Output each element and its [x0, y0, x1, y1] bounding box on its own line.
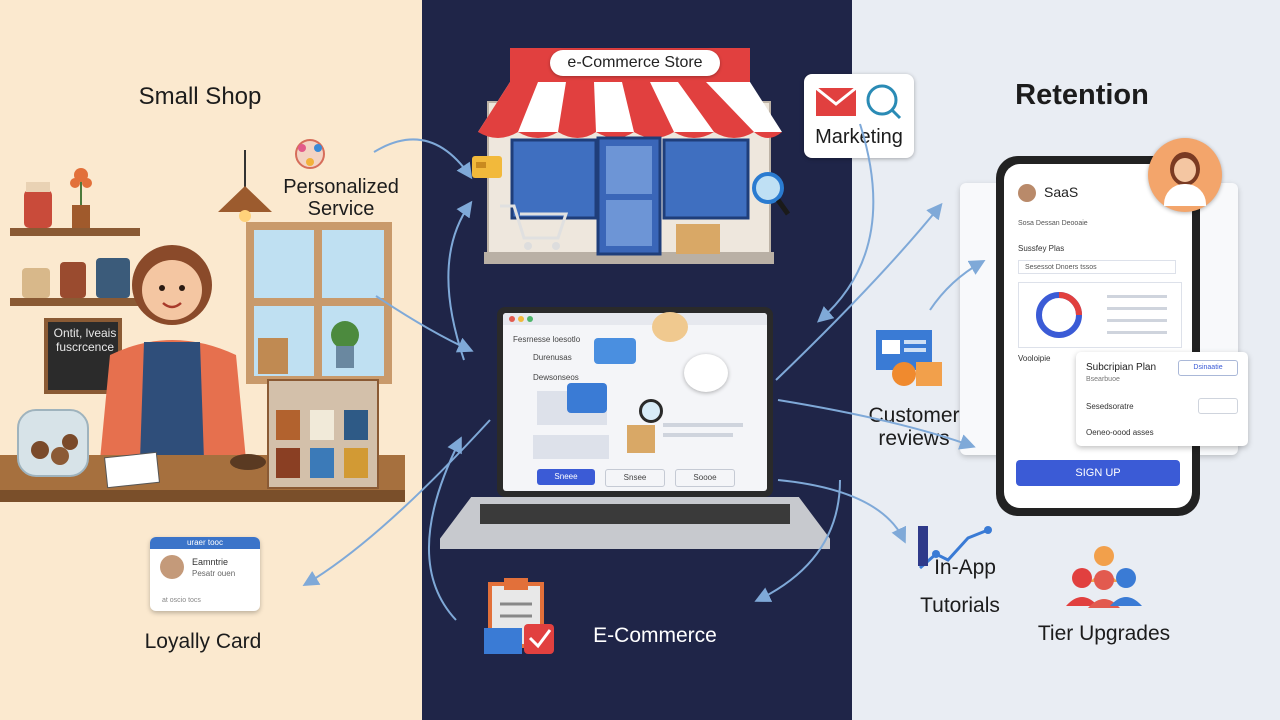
subscription-row-1: Sesedsoratre — [1086, 402, 1134, 411]
sign-up-button[interactable]: SIGN UP — [1016, 460, 1180, 486]
laptop-subheading: Dewsonseos — [533, 373, 579, 382]
e-commerce-label: E-Commerce — [593, 624, 717, 647]
phone-screen: SaaS Sosa Dessan Deooaie Sussfey Plas Se… — [1004, 164, 1192, 508]
laptop-keyboard — [480, 504, 790, 524]
card-payment-icon — [567, 383, 607, 413]
shelf-top — [10, 228, 140, 236]
payment-card-icon — [594, 338, 636, 364]
arrow-laptop-to-card — [302, 419, 491, 587]
avatar — [160, 555, 184, 579]
in-app-label: In-App — [934, 556, 996, 579]
subscription-sub: Bsearbuoe — [1086, 376, 1120, 383]
arrow-laptop-to-signup — [777, 399, 976, 450]
arrow-ecommerce-to-laptop — [427, 436, 462, 621]
customer-avatar — [1148, 138, 1222, 212]
tutorials-label: Tutorials — [920, 594, 1000, 617]
package-icon — [627, 425, 655, 453]
laptop-tab-text: Fesrnesse loesotlo — [513, 335, 581, 344]
loyalty-card-sub: Pesatr ouen — [192, 569, 236, 578]
laptop-tertiary-button[interactable]: Soooe — [675, 469, 735, 487]
loyalty-card: uraer tooc Eamntrie Pesatr ouen at oscio… — [150, 537, 260, 611]
arrow-service-to-store — [373, 138, 473, 180]
toggle[interactable] — [1198, 398, 1238, 414]
small-shop-heading: Small Shop — [138, 83, 262, 110]
marketing-icons — [815, 84, 902, 120]
chart-card — [1018, 282, 1182, 348]
magnifier-icon — [639, 399, 663, 423]
receipt-icon — [684, 354, 728, 392]
box-badge-icon — [652, 312, 688, 342]
subscription-title: Subcripian Plan — [1086, 362, 1157, 373]
tutorial-graph-icon — [918, 526, 992, 570]
phone: SaaS Sosa Dessan Deooaie Sussfey Plas Se… — [996, 156, 1200, 516]
review-window-icon — [876, 330, 942, 386]
arrow-laptop-to-tutorials — [777, 479, 907, 544]
credit-card-icon — [472, 156, 502, 178]
loyalty-card-label: Loyally Card — [144, 630, 262, 653]
laptop-primary-button[interactable]: Sneee — [537, 469, 595, 485]
arrow-reviews-to-app — [929, 260, 986, 311]
tier-upgrades-label: Tier Upgrades — [1037, 622, 1171, 645]
donut-chart — [1036, 292, 1082, 338]
arrow-marketing-to-laptop — [816, 123, 875, 323]
subscription-card: Subcripian Plan Bsearbuoe Dsinaatie Sese… — [1076, 352, 1248, 446]
loyalty-card-header: uraer tooc — [150, 537, 260, 549]
team-icon — [1066, 546, 1142, 608]
loyalty-card-name: Eamntrie — [192, 557, 229, 567]
avatar — [1018, 184, 1036, 202]
arrow-laptop-to-dashboard — [775, 202, 943, 381]
loyalty-card-footer: at oscio tocs — [162, 597, 201, 604]
shop-illustration — [0, 150, 405, 502]
marketing-bubble: Marketing — [804, 74, 914, 158]
app-section-title: Sussfey Plas — [1018, 244, 1065, 253]
arrow-back-to-ecommerce — [754, 479, 841, 602]
app-left-title: Vooloipie — [1018, 354, 1051, 363]
app-title: SaaS — [1044, 184, 1079, 200]
app-row: Sesessot Dnoers tssos — [1018, 260, 1176, 274]
laptop-secondary-button[interactable]: Snsee — [605, 469, 665, 487]
app-nav[interactable]: Sosa Dessan Deooaie — [1018, 220, 1088, 227]
personalized-service-label: Personalized Service — [283, 176, 399, 220]
retention-heading: Retention — [1015, 79, 1149, 111]
clipboard-icon — [484, 578, 554, 654]
subscription-badge[interactable]: Dsinaatie — [1178, 360, 1238, 376]
arrow-shop-to-laptop — [375, 295, 474, 353]
service-icon — [295, 139, 325, 169]
store-sign: e-Commerce Store — [550, 50, 720, 76]
marketing-label: Marketing — [815, 126, 903, 148]
chalkboard-text: Ontit, lveais fuscrcence — [53, 326, 117, 355]
arrow-laptop-to-store — [447, 200, 473, 361]
laptop-heading: Durenusas — [533, 353, 572, 362]
shelf-bottom — [10, 298, 140, 306]
subscription-row-2: Oeneo-oood asses — [1086, 428, 1154, 437]
